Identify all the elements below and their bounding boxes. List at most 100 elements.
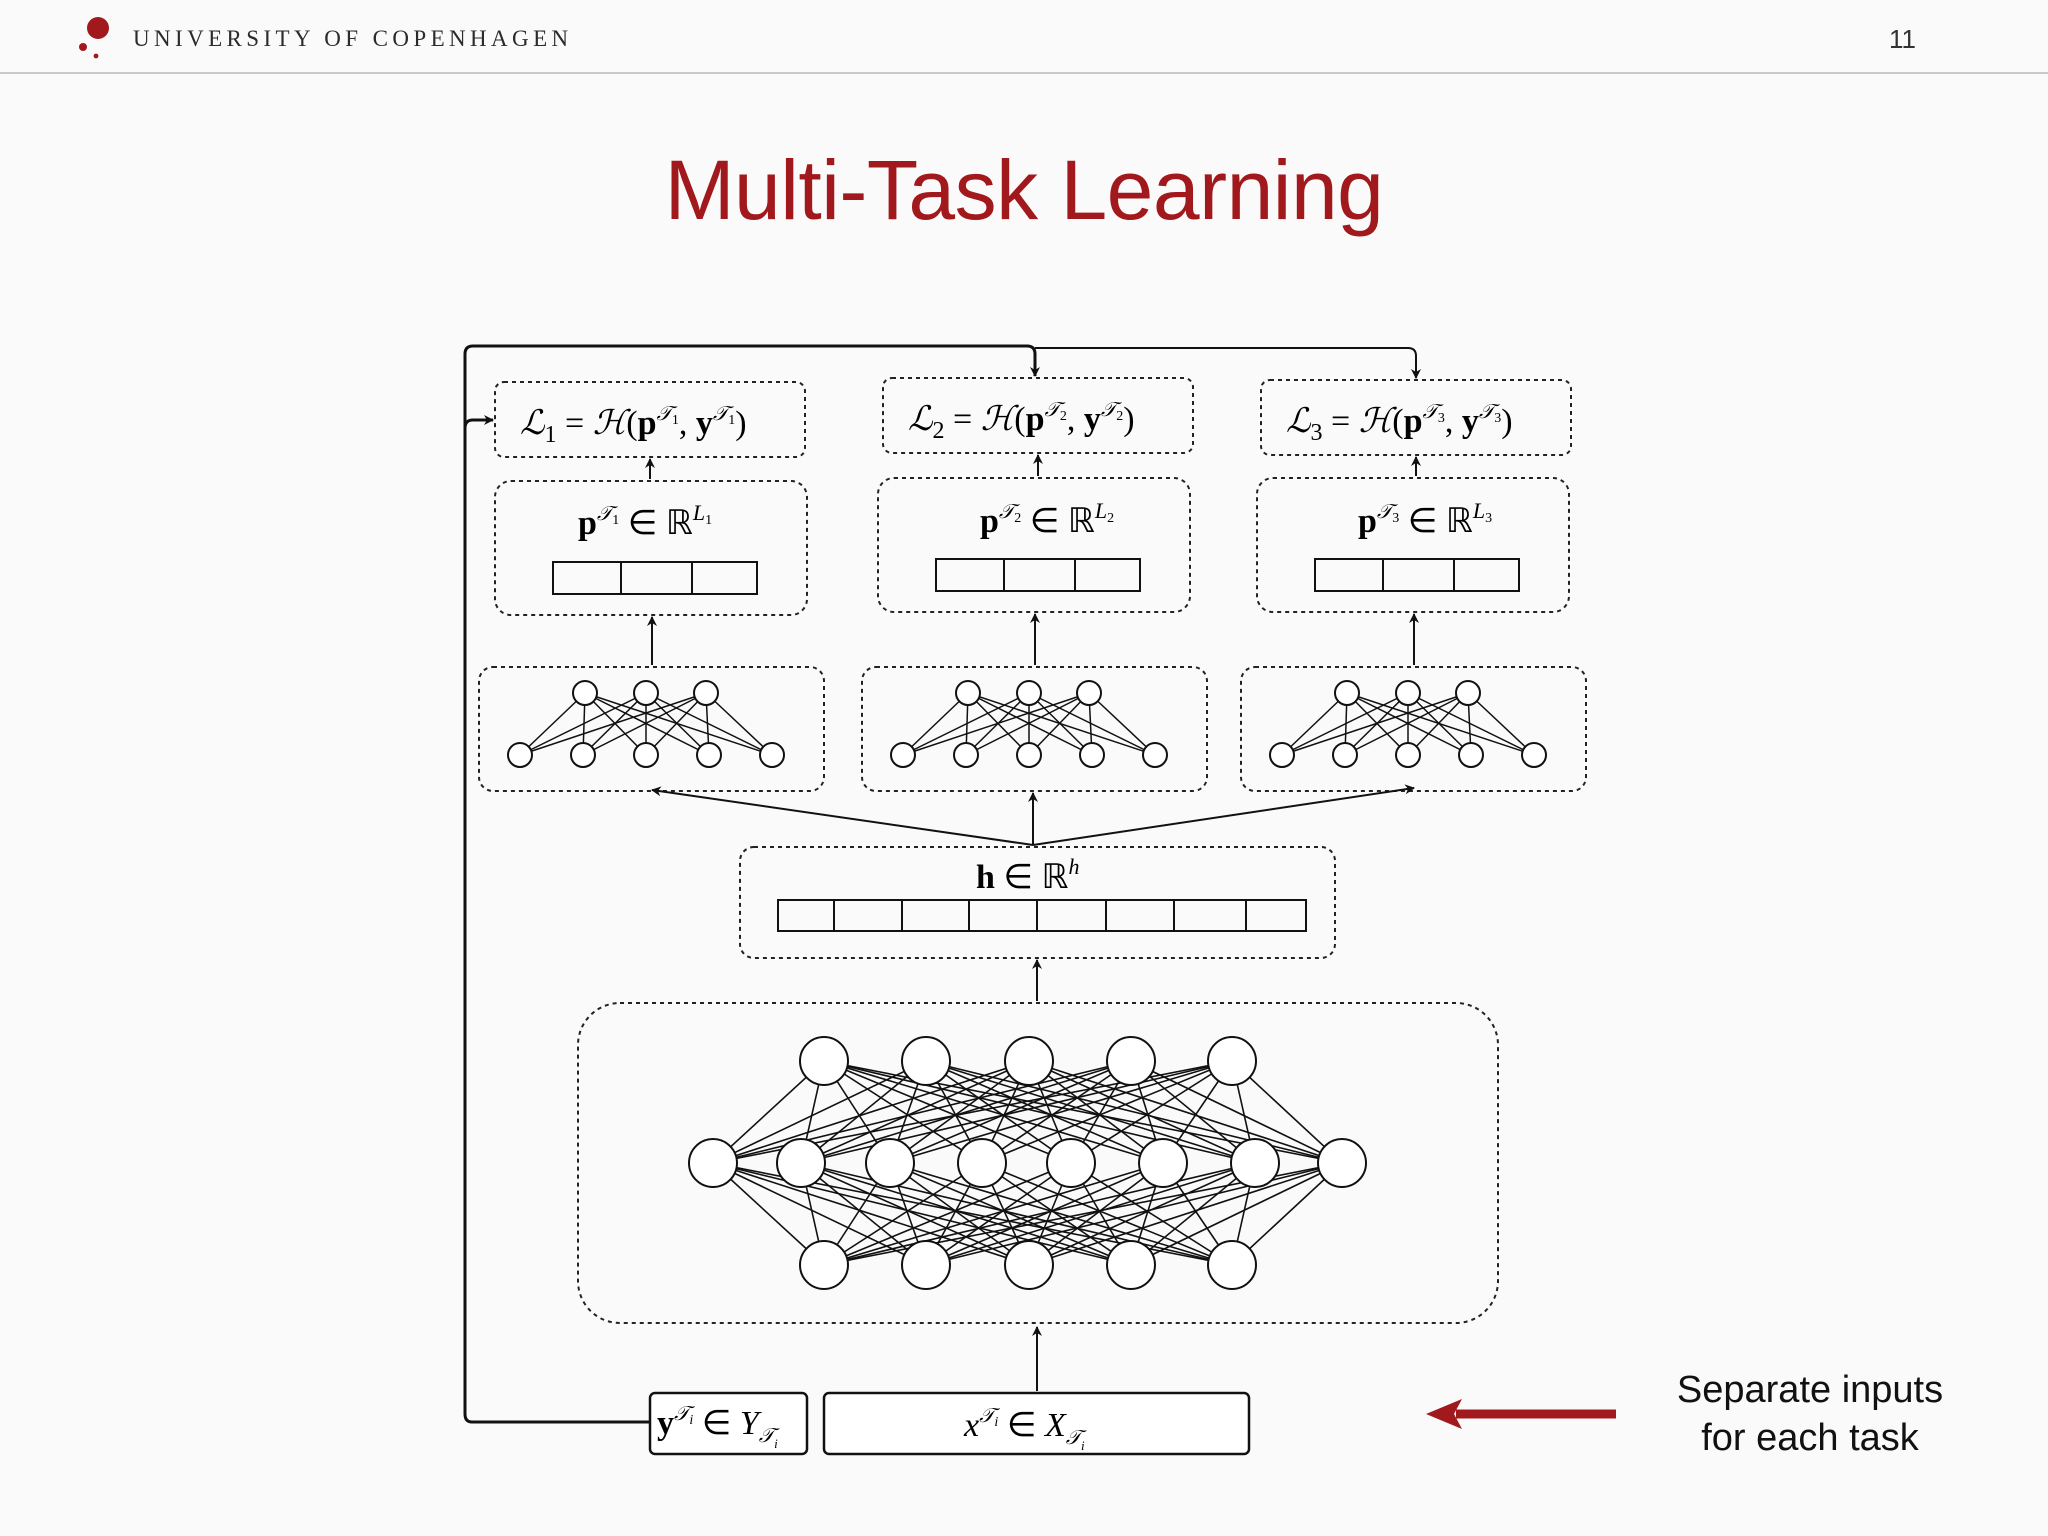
label-to-loss3 <box>1035 347 1421 379</box>
net-edge <box>925 1060 1164 1164</box>
net-edge <box>1028 1162 1256 1266</box>
net-edge <box>1407 692 1535 756</box>
loss-box-3 <box>1260 379 1572 456</box>
slide-title: Multi-Task Learning <box>664 143 1384 237</box>
neuron-node <box>507 742 533 768</box>
net-edge <box>519 692 647 756</box>
net-edge <box>965 692 1090 756</box>
net-edge <box>823 1162 983 1266</box>
net-edge <box>823 1162 1164 1266</box>
prediction-vector-3 <box>1314 558 1520 592</box>
arrow-hidden-to-task1 <box>651 786 1034 846</box>
neuron-node <box>1016 680 1042 706</box>
net-edge <box>1028 692 1156 756</box>
neuron-node <box>759 742 785 768</box>
prediction-vector-1 <box>552 561 758 595</box>
prediction-box-2 <box>877 477 1191 613</box>
net-edge <box>889 1060 1132 1164</box>
neuron-node <box>1317 1138 1367 1188</box>
net-edge <box>645 692 710 756</box>
label-feedback-lines <box>463 344 1421 1424</box>
neuron-node <box>1230 1138 1280 1188</box>
net-edge <box>889 1060 1233 1164</box>
task-layer-box-1 <box>478 666 825 792</box>
task-layer-box-2 <box>861 666 1208 792</box>
loss-formula-1: ℒ1 = ℋ(p𝒯1, y𝒯1) <box>520 403 747 448</box>
neuron-node <box>633 680 659 706</box>
net-edge <box>712 1162 1132 1266</box>
net-edge <box>823 1162 1256 1266</box>
net-edge <box>1344 692 1469 756</box>
neuron-node <box>1106 1036 1156 1086</box>
net-edge <box>889 1162 1030 1266</box>
neuron-node <box>1138 1138 1188 1188</box>
net-edge <box>1028 1162 1164 1266</box>
neuron-node <box>1079 742 1105 768</box>
neuron-node <box>957 1138 1007 1188</box>
net-edge <box>823 1060 1164 1164</box>
hidden-label: h ∈ ℝh <box>976 854 1079 896</box>
page-number: 11 <box>1889 24 1916 54</box>
neuron-node <box>1004 1036 1054 1086</box>
prediction-box-1 <box>494 480 808 616</box>
neuron-node <box>1207 1036 1257 1086</box>
neuron-node <box>799 1240 849 1290</box>
net-edge <box>823 1060 983 1164</box>
neuron-node <box>1269 742 1295 768</box>
net-edge <box>1088 692 1156 756</box>
net-edge <box>981 1162 1132 1266</box>
neuron-node <box>1395 742 1421 768</box>
net-edge <box>519 692 707 756</box>
neuron-node <box>776 1138 826 1188</box>
net-edge <box>645 692 707 756</box>
neuron-node <box>696 742 722 768</box>
neuron-node <box>1332 742 1358 768</box>
net-edge <box>1346 692 1472 756</box>
net-edge <box>889 1162 1132 1266</box>
task-network <box>890 680 1168 768</box>
net-edge <box>1407 692 1472 756</box>
net-edge <box>981 1060 1233 1164</box>
neuron-node <box>1076 680 1102 706</box>
net-edge <box>1070 1162 1233 1266</box>
net-edge <box>712 1060 1132 1164</box>
net-edge <box>712 1162 927 1266</box>
net-edge <box>1028 1060 1164 1164</box>
neuron-node <box>1334 680 1360 706</box>
prediction-label-2: p𝒯2 ∈ ℝL2 <box>980 498 1114 540</box>
neuron-node <box>570 742 596 768</box>
neuron-node <box>688 1138 738 1188</box>
net-edge <box>800 1060 1030 1164</box>
loss-formula-2: ℒ2 = ℋ(p𝒯2, y𝒯2) <box>908 399 1135 444</box>
net-edge <box>1070 1060 1233 1164</box>
net-edge <box>1407 692 1469 756</box>
neuron-node <box>1207 1240 1257 1290</box>
label-to-loss1 <box>463 415 494 429</box>
net-edge <box>925 1162 1072 1266</box>
net-edge <box>1467 692 1535 756</box>
net-edge <box>902 692 1030 756</box>
arrow-hidden-to-task3 <box>1032 784 1415 846</box>
neuron-node <box>1142 742 1168 768</box>
net-edge <box>925 1060 1256 1164</box>
net-edge <box>1028 692 1093 756</box>
neuron-node <box>1521 742 1547 768</box>
net-edge <box>582 692 707 756</box>
neuron-node <box>572 680 598 706</box>
net-edge <box>1028 1060 1256 1164</box>
neuron-node <box>901 1240 951 1290</box>
net-edge <box>981 1162 1233 1266</box>
net-edge <box>712 1060 1030 1164</box>
net-edge <box>889 1162 1233 1266</box>
neuron-node <box>865 1138 915 1188</box>
net-edge <box>1130 1060 1256 1164</box>
net-edge <box>1130 1162 1343 1266</box>
prediction-vector-2 <box>935 558 1141 592</box>
annotation-arrow-icon <box>1426 1399 1616 1429</box>
net-edge <box>1231 1162 1343 1266</box>
task-network <box>1269 680 1547 768</box>
neuron-node <box>693 680 719 706</box>
net-edge <box>823 1060 1072 1164</box>
loss-box-1 <box>494 381 806 458</box>
